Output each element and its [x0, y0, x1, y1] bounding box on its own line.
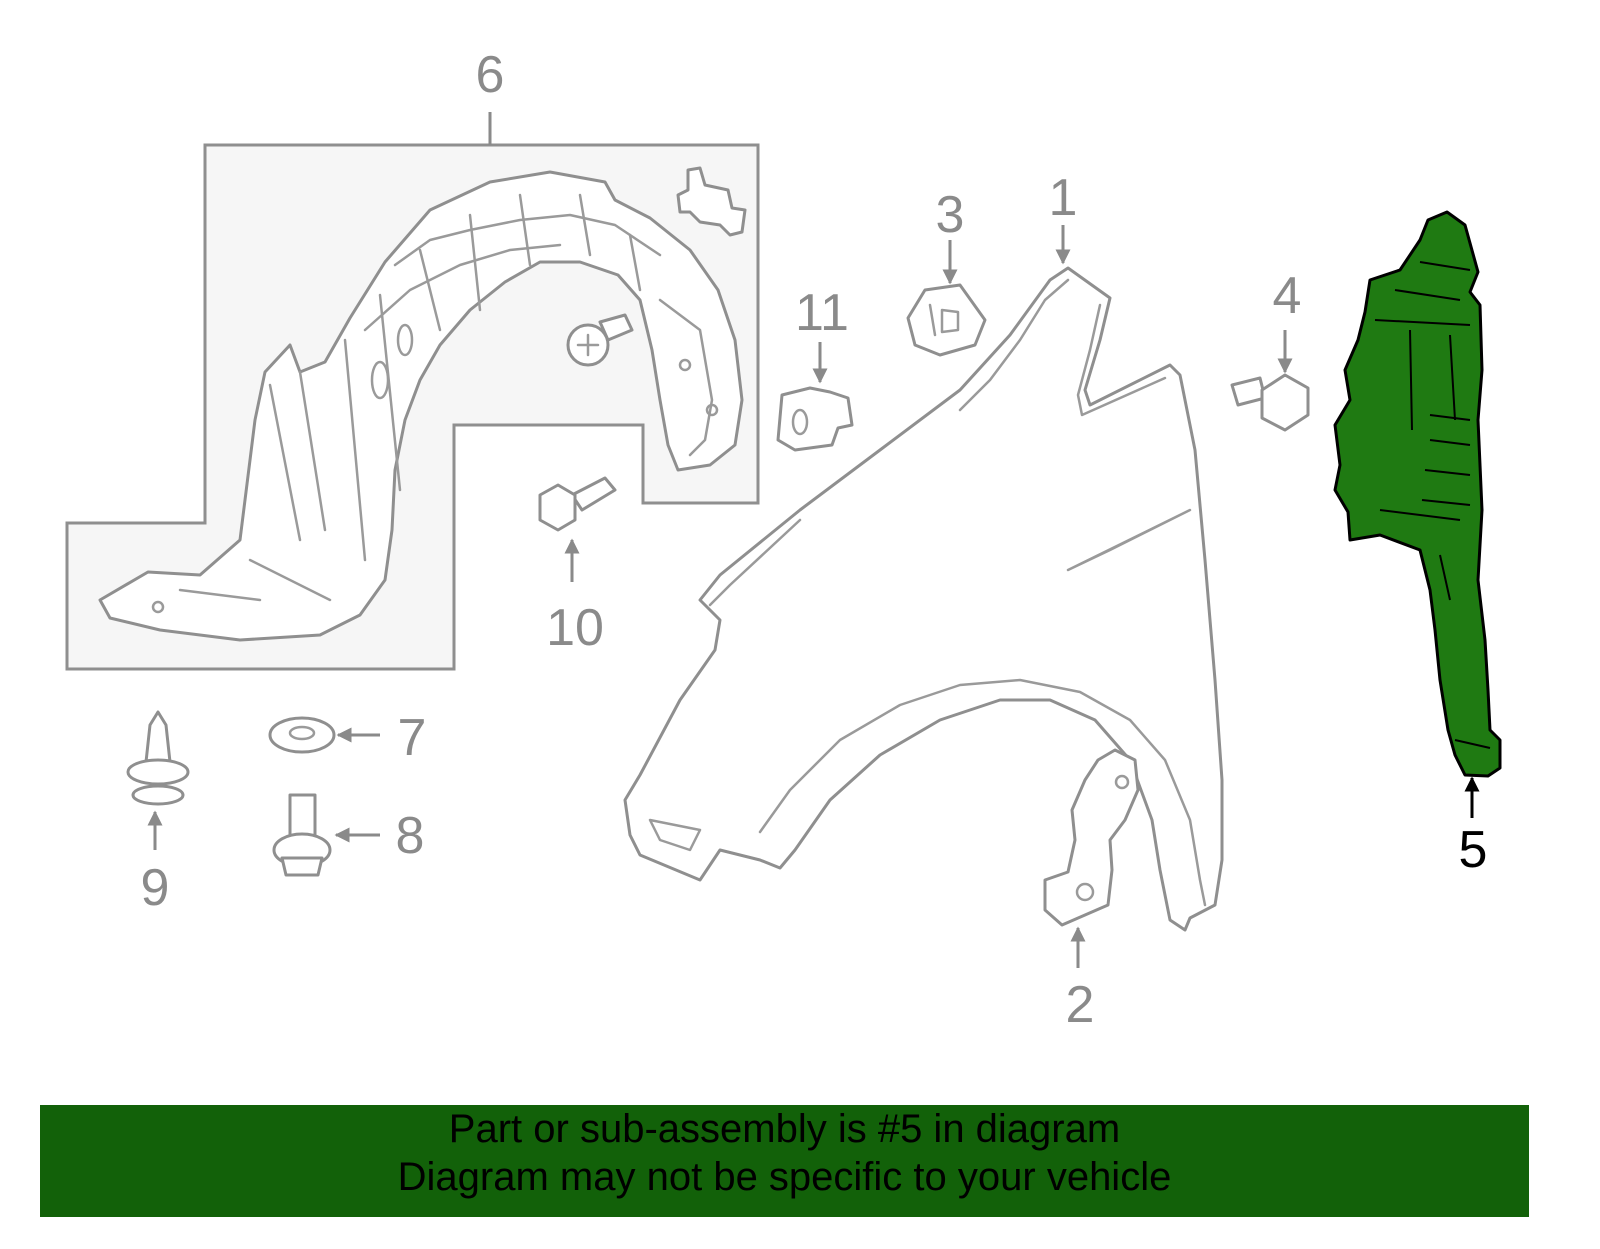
part-5-highlighted[interactable]: [1333, 210, 1502, 818]
footer-banner: Part or sub-assembly is #5 in diagram Di…: [40, 1105, 1529, 1217]
callout-5: 5: [1459, 821, 1488, 879]
part-1-fender[interactable]: [623, 225, 1224, 932]
callout-3: 3: [936, 186, 965, 244]
part-4-bolt[interactable]: [1230, 330, 1310, 432]
callout-9: 9: [141, 859, 170, 917]
part-10-bolt[interactable]: [538, 476, 617, 582]
footer-line-1: Part or sub-assembly is #5 in diagram: [448, 1107, 1121, 1151]
part-6-fender-liner[interactable]: [98, 170, 744, 642]
part-9-push-clip[interactable]: [126, 710, 190, 850]
callout-4: 4: [1273, 267, 1302, 325]
part-7-washer[interactable]: [268, 716, 380, 754]
liner-screw: [566, 313, 634, 367]
footer-line-2: Diagram may not be specific to your vehi…: [397, 1155, 1172, 1199]
callout-2: 2: [1066, 976, 1095, 1034]
part-8-bolt[interactable]: [272, 793, 380, 877]
liner-bracket: [676, 166, 747, 237]
callout-7: 7: [398, 709, 427, 767]
callout-10: 10: [546, 599, 604, 657]
part-3-retainer[interactable]: [906, 240, 987, 357]
callout-1: 1: [1049, 169, 1078, 227]
callout-6: 6: [476, 46, 505, 104]
callout-8: 8: [396, 807, 425, 865]
callout-11: 11: [795, 284, 849, 342]
part-11-clip-nut[interactable]: [776, 342, 854, 452]
part-2-bracket[interactable]: [1043, 748, 1140, 968]
